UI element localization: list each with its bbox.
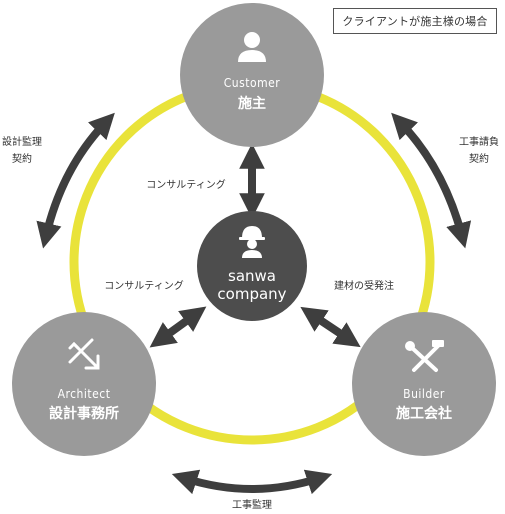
architect-node: Architect 設計事務所 — [12, 312, 156, 456]
wrench-hammer-icon — [405, 340, 444, 372]
sanwa-company-node: sanwa company — [197, 211, 307, 321]
customer-en-label: Customer — [224, 76, 281, 90]
label-top-right-2: 契約 — [469, 152, 489, 165]
label-top-left-2: 契約 — [12, 152, 32, 165]
customer-jp-label: 施主 — [238, 95, 266, 112]
customer-node: Customer 施主 — [180, 3, 324, 147]
arrow-architect-customer — [36, 112, 115, 249]
builder-en-label: Builder — [403, 387, 445, 401]
arrow-center-architect — [149, 306, 207, 348]
architect-en-label: Architect — [58, 387, 111, 401]
label-bottom: 工事監理 — [232, 498, 272, 511]
builder-node: Builder 施工会社 — [352, 312, 496, 456]
label-center-right: 建材の受発注 — [334, 279, 394, 292]
person-icon — [238, 32, 266, 62]
worker-helmet-icon — [239, 226, 265, 258]
arrow-architect-builder — [171, 469, 333, 495]
arrow-center-builder — [300, 306, 361, 348]
architect-jp-label: 設計事務所 — [49, 405, 119, 422]
label-center-top: コンサルティング — [146, 178, 225, 191]
center-line2: company — [217, 285, 286, 303]
label-top-left-1: 設計監理 — [2, 135, 42, 148]
builder-jp-label: 施工会社 — [396, 405, 452, 422]
label-top-right-1: 工事請負 — [459, 135, 499, 148]
drafting-tools-icon — [68, 338, 100, 370]
label-center-left: コンサルティング — [104, 279, 183, 292]
arrow-customer-builder — [391, 112, 472, 249]
center-line1: sanwa — [228, 267, 276, 285]
case-label: クライアントが施主様の場合 — [333, 8, 497, 34]
